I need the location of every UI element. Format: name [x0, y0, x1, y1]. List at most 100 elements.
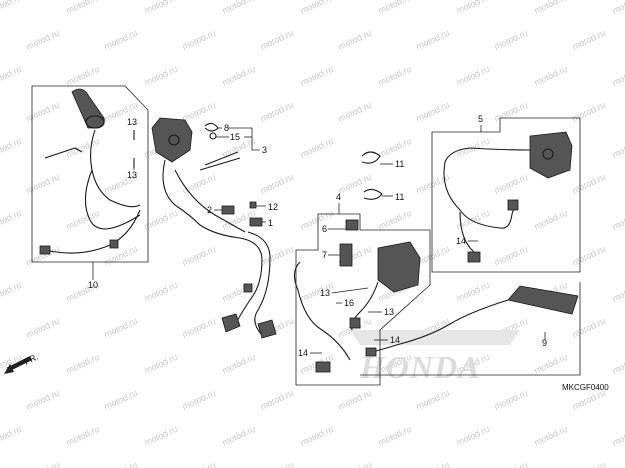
watermark-text: motod.ru — [259, 460, 295, 468]
watermark-text: motod.ru — [0, 208, 23, 232]
watermark-text: motod.ru — [493, 172, 529, 196]
clip-part-1 — [249, 217, 263, 227]
callout-13: 13 — [127, 170, 137, 180]
watermark-text: motod.ru — [415, 100, 451, 124]
watermark-text: motod.ru — [611, 280, 625, 304]
callout-2: 2 — [207, 205, 212, 215]
watermark-text: motod.ru — [571, 244, 607, 268]
watermark-text: motod.ru — [143, 424, 179, 448]
watermark-text: motod.ru — [0, 136, 23, 160]
clamp-part-2 — [221, 205, 235, 215]
watermark-text: motod.ru — [65, 64, 101, 88]
watermark-text: motod.ru — [611, 424, 625, 448]
main-wire-harness — [221, 231, 277, 339]
direction-label: FR. — [23, 352, 40, 367]
callout-14: 14 — [456, 236, 466, 246]
watermark-text: motod.ru — [65, 208, 101, 232]
watermark-text: motod.ru — [143, 0, 179, 16]
screw-part-15 — [209, 132, 217, 140]
watermark-text: motod.ru — [533, 424, 569, 448]
clip-part-8 — [204, 122, 219, 132]
callout-11: 11 — [395, 192, 404, 202]
watermark-text: motod.ru — [143, 352, 179, 376]
callout-14: 14 — [390, 335, 400, 345]
group-box-10 — [31, 85, 149, 280]
watermark-text: motod.ru — [571, 460, 607, 468]
watermark-text: motod.ru — [65, 136, 101, 160]
callout-7: 7 — [322, 250, 327, 260]
callouts: 13 13 8 15 3 2 12 1 10 11 11 4 6 7 13 16… — [88, 114, 547, 358]
watermark-text: motod.ru — [493, 244, 529, 268]
group-box-4 — [295, 213, 431, 386]
watermark-text: motod.ru — [259, 28, 295, 52]
watermark-text: motod.ru — [377, 424, 413, 448]
watermark-text: motod.ru — [143, 280, 179, 304]
watermark-text: motod.ru — [25, 172, 61, 196]
watermark-text: motod.ru — [103, 388, 139, 412]
watermark-text: motod.ru — [259, 100, 295, 124]
right-grip-part — [365, 285, 579, 357]
left-wire-harness-10 — [39, 129, 141, 255]
watermark-text: motod.ru — [377, 0, 413, 16]
watermark-text: motod.ru — [533, 352, 569, 376]
watermark-text: motod.ru — [611, 0, 625, 16]
watermark-text: motod.ru — [0, 64, 23, 88]
honda-logo: HONDA — [350, 330, 520, 385]
center-switch-assembly — [293, 219, 421, 373]
left-grip-part — [71, 88, 105, 129]
watermark-text: motod.ru — [25, 28, 61, 52]
callout-12: 12 — [268, 202, 278, 212]
figure-code: MKCGF0400 — [562, 383, 609, 392]
watermark-text: motod.ru — [337, 172, 373, 196]
callout-11: 11 — [395, 159, 404, 169]
watermark-text: motod.ru — [571, 28, 607, 52]
watermark-text: motod.ru — [0, 424, 23, 448]
watermark-text: motod.ru — [181, 460, 217, 468]
watermark-text: motod.ru — [259, 172, 295, 196]
callout-1: 1 — [268, 218, 273, 228]
right-switch-assembly — [443, 131, 573, 263]
watermark-text: motod.ru — [415, 28, 451, 52]
watermark-text: motod.ru — [571, 172, 607, 196]
watermark-text: motod.ru — [493, 28, 529, 52]
watermark-text: motod.ru — [299, 424, 335, 448]
watermark-text: motod.ru — [221, 0, 257, 16]
watermark-text: motod.ru — [571, 316, 607, 340]
watermark-text: motod.ru — [25, 316, 61, 340]
watermark-text: motod.ru — [103, 28, 139, 52]
callout-13: 13 — [320, 288, 330, 298]
watermark-text: motod.ru — [181, 244, 217, 268]
callout-10: 10 — [88, 280, 98, 290]
watermark-text: motod.ru — [337, 28, 373, 52]
callout-5: 5 — [478, 114, 483, 124]
clamp-part-11-upper — [361, 151, 381, 164]
watermark-text: motod.ru — [221, 64, 257, 88]
watermark-text: motod.ru — [221, 424, 257, 448]
watermark-text: motod.ru — [25, 100, 61, 124]
watermark-text: motod.ru — [533, 64, 569, 88]
watermark-text: motod.ru — [337, 100, 373, 124]
watermark-text: motod.ru — [221, 352, 257, 376]
watermark-text: motod.ru — [259, 388, 295, 412]
watermark-text: motod.ru — [337, 460, 373, 468]
watermark-text: motod.ru — [25, 388, 61, 412]
watermark-text: motod.ru — [0, 280, 23, 304]
watermark-text: motod.ru — [611, 208, 625, 232]
watermark-text: motod.ru — [299, 0, 335, 16]
callout-8: 8 — [224, 123, 229, 133]
watermark-text: motod.ru — [181, 388, 217, 412]
watermark-text: motod.ru — [0, 0, 23, 16]
callout-9: 9 — [542, 338, 547, 348]
watermark-text: motod.ru — [181, 316, 217, 340]
watermark-text: motod.ru — [377, 64, 413, 88]
watermark-text: motod.ru — [493, 100, 529, 124]
watermark-text: motod.ru — [533, 0, 569, 16]
watermark-text: motod.ru — [25, 460, 61, 468]
group-box-5 — [431, 117, 581, 273]
watermark-text: motod.ru — [493, 388, 529, 412]
watermark-text: motod.ru — [299, 136, 335, 160]
callout-6: 6 — [322, 224, 327, 234]
watermark-text: motod.ru — [377, 208, 413, 232]
watermark-text: motod.ru — [493, 460, 529, 468]
